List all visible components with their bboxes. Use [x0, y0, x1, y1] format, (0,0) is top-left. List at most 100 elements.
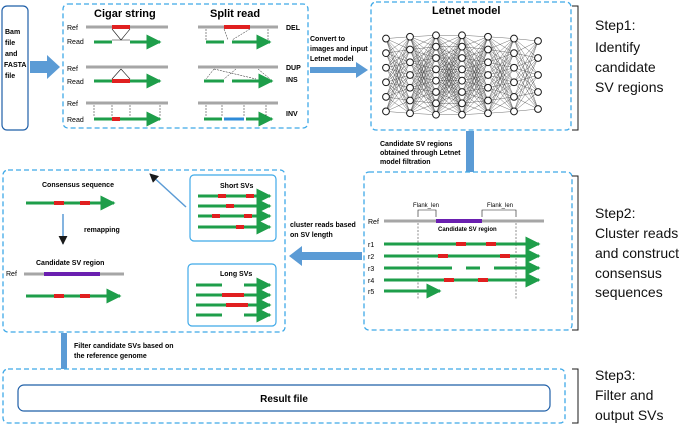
network-edge: [409, 36, 437, 47]
network-edges: [385, 35, 539, 115]
filter-note-1: Filter candidate SVs based on: [74, 343, 174, 350]
network-edge: [513, 57, 539, 83]
network-edge: [461, 91, 489, 101]
network-edge: [487, 74, 515, 83]
read-label-r5: r5: [368, 289, 374, 296]
network-edge: [487, 74, 515, 97]
network-edge: [461, 74, 489, 115]
network-edge: [461, 74, 489, 104]
read-r2: [384, 248, 541, 264]
network-edge: [409, 103, 437, 114]
network-edge: [513, 57, 539, 68]
step2-text-1: Cluster reads: [595, 225, 678, 241]
network-edge: [385, 62, 411, 97]
network-edge: [385, 82, 411, 114]
network-edge: [487, 36, 515, 68]
network-edge: [409, 62, 437, 81]
network-edge: [461, 62, 489, 70]
network-edge: [461, 46, 489, 101]
network-node: [458, 31, 466, 40]
network-edge: [385, 49, 411, 83]
network-edge: [385, 74, 411, 83]
network-node: [458, 42, 466, 51]
network-edge: [409, 87, 437, 115]
network-edge: [461, 49, 489, 59]
network-edge: [461, 36, 489, 104]
network-edge: [513, 40, 539, 97]
network-edge: [409, 46, 437, 88]
network-node: [458, 76, 466, 85]
network-edge: [435, 57, 463, 115]
network-edge: [409, 49, 437, 59]
network-edge: [513, 38, 539, 110]
network-edge: [409, 74, 437, 115]
panel-letnet: Letnet model: [370, 1, 572, 131]
network-edge: [487, 36, 515, 39]
consensus-sequence: [26, 195, 116, 211]
network-edge: [385, 82, 411, 88]
network-edge: [487, 52, 515, 63]
network-edge: [461, 35, 489, 76]
network-edge: [513, 91, 539, 112]
network-edge: [409, 49, 437, 115]
network-edge: [487, 38, 515, 88]
network-edge: [513, 38, 539, 76]
network-edge: [487, 100, 515, 112]
network-edge: [435, 35, 463, 70]
network-edge: [409, 49, 437, 104]
step3-label: Step3:: [595, 367, 635, 383]
network-node: [406, 96, 414, 105]
network-edge: [409, 35, 437, 101]
network-edge: [385, 52, 411, 63]
network-edge: [487, 96, 515, 114]
network-edge: [461, 49, 489, 93]
read-label-r1: r1: [368, 242, 374, 249]
network-edge: [461, 36, 489, 70]
network-edge: [461, 36, 489, 93]
network-edge: [409, 46, 437, 50]
read-r4: [384, 272, 541, 288]
step1-text-3: SV regions: [595, 79, 663, 95]
network-node: [484, 45, 492, 54]
network-node: [406, 109, 414, 118]
network-edge: [487, 36, 515, 97]
network-node: [484, 109, 492, 118]
network-edge: [487, 36, 515, 83]
network-edge: [461, 87, 489, 104]
network-edge: [487, 49, 515, 83]
ins-label: INS: [286, 77, 298, 84]
network-edge: [409, 46, 437, 63]
network-edge: [487, 49, 515, 68]
network-edge: [385, 36, 411, 112]
network-edge: [385, 111, 411, 114]
network-edge: [487, 36, 515, 54]
network-edge: [461, 62, 489, 93]
network-edge: [461, 103, 489, 114]
network-edge: [513, 38, 539, 42]
network-node: [406, 58, 414, 67]
network-node: [534, 54, 542, 62]
step2-text-4: sequences: [595, 284, 663, 300]
network-edge: [409, 87, 437, 93]
network-edge: [409, 46, 437, 101]
network-edge: [487, 49, 515, 54]
network-node: [510, 49, 518, 58]
input-box: Bam file and FASTA file: [1, 5, 29, 131]
convert-label-3: Letnet model: [310, 56, 354, 63]
network-edge: [513, 53, 539, 76]
network-edge: [461, 87, 489, 115]
network-edge: [409, 91, 437, 114]
network-edge: [385, 67, 411, 76]
network-edge: [461, 57, 489, 88]
network-edge: [385, 38, 411, 50]
step2-text-3: consensus: [595, 265, 662, 281]
network-node: [432, 110, 440, 119]
network-edge: [385, 36, 411, 39]
network-edge: [461, 49, 489, 70]
network-edge: [409, 62, 437, 93]
ins-cigar-glyph: [86, 65, 168, 89]
network-edge: [385, 96, 411, 101]
network-edge: [487, 53, 515, 76]
input-label-2: file: [5, 40, 15, 47]
network-node: [458, 99, 466, 108]
